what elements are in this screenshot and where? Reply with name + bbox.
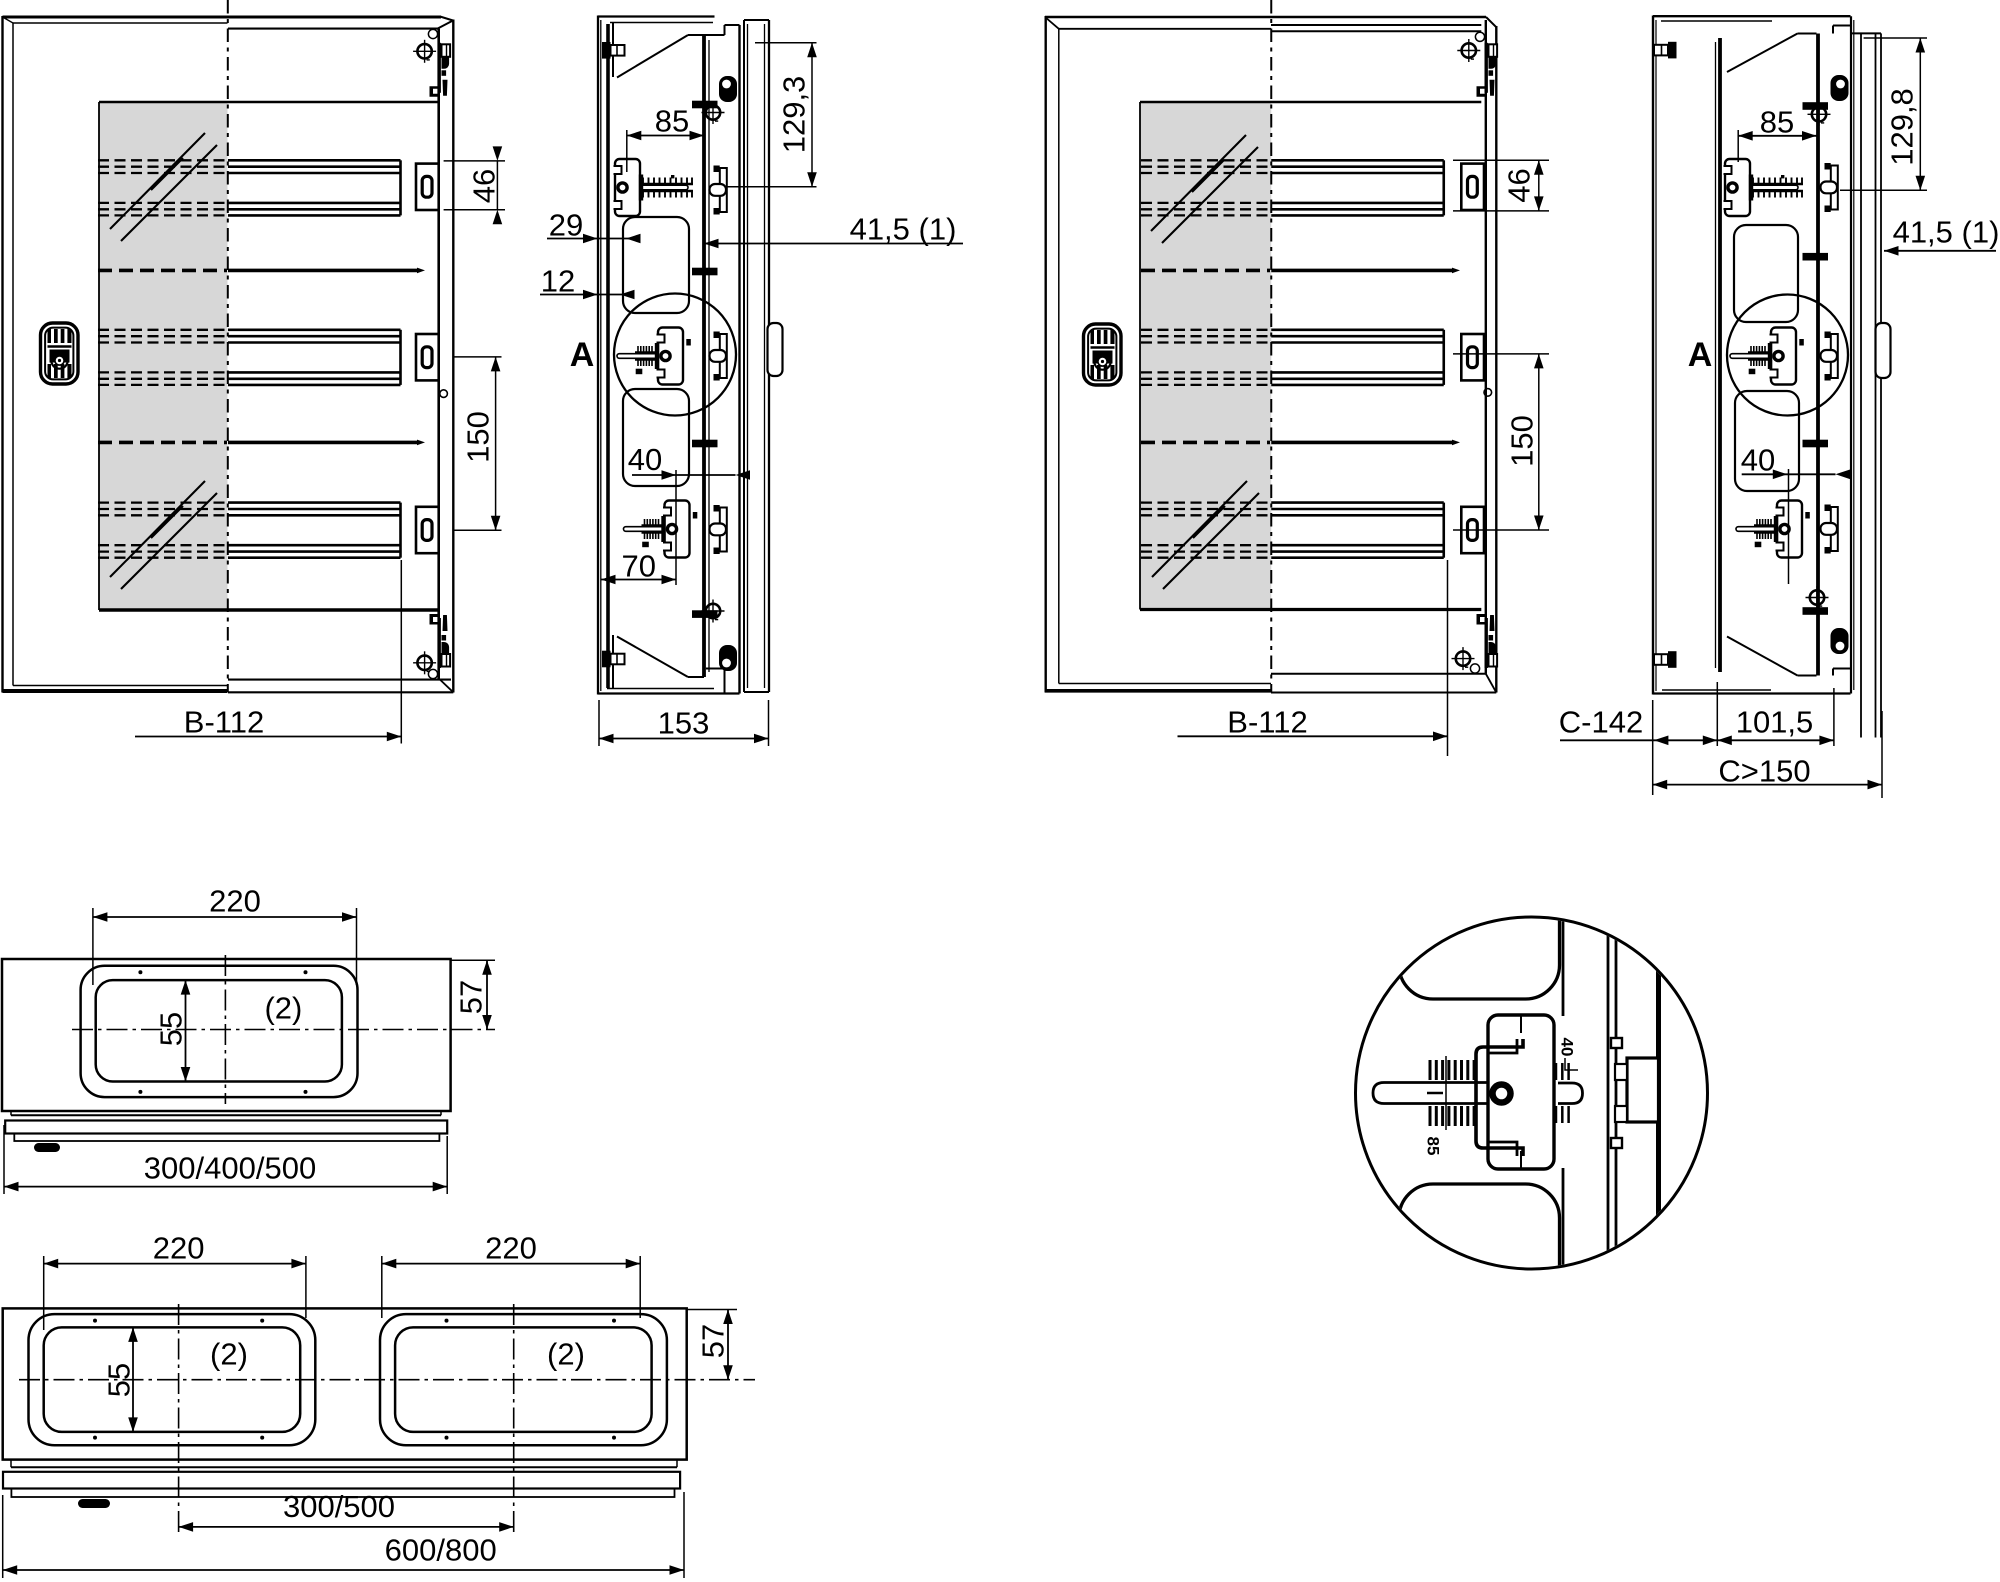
svg-text:A: A bbox=[570, 336, 595, 374]
svg-text:46: 46 bbox=[1502, 168, 1537, 202]
svg-text:150: 150 bbox=[1505, 415, 1540, 467]
svg-text:220: 220 bbox=[485, 1231, 537, 1266]
svg-text:40: 40 bbox=[1741, 443, 1775, 478]
svg-text:(2): (2) bbox=[547, 1337, 585, 1372]
svg-text:129,3: 129,3 bbox=[777, 76, 812, 154]
svg-text:(2): (2) bbox=[210, 1337, 248, 1372]
svg-text:129,8: 129,8 bbox=[1885, 88, 1920, 166]
svg-text:85: 85 bbox=[655, 104, 689, 139]
svg-text:(2): (2) bbox=[264, 991, 302, 1026]
svg-text:B-112: B-112 bbox=[1227, 705, 1307, 740]
svg-text:C-142: C-142 bbox=[1559, 705, 1643, 740]
svg-text:220: 220 bbox=[209, 884, 261, 919]
svg-text:300/500: 300/500 bbox=[283, 1489, 395, 1524]
svg-text:55: 55 bbox=[154, 1012, 189, 1046]
svg-text:220: 220 bbox=[153, 1231, 205, 1266]
svg-text:40: 40 bbox=[1558, 1038, 1577, 1057]
svg-text:B-112: B-112 bbox=[184, 705, 264, 740]
svg-text:57: 57 bbox=[454, 980, 489, 1014]
svg-text:55: 55 bbox=[102, 1363, 137, 1397]
svg-text:70: 70 bbox=[621, 549, 655, 584]
svg-text:A: A bbox=[1688, 336, 1713, 374]
svg-text:101,5: 101,5 bbox=[1736, 705, 1814, 740]
svg-text:150: 150 bbox=[461, 411, 496, 463]
svg-text:300/400/500: 300/400/500 bbox=[144, 1151, 316, 1186]
svg-text:46: 46 bbox=[467, 169, 502, 203]
svg-text:41,5 (1): 41,5 (1) bbox=[1893, 215, 2000, 250]
svg-text:153: 153 bbox=[658, 706, 710, 741]
svg-text:85: 85 bbox=[1424, 1137, 1443, 1156]
svg-text:12: 12 bbox=[541, 264, 575, 299]
svg-text:85: 85 bbox=[1760, 105, 1794, 140]
svg-text:600/800: 600/800 bbox=[385, 1533, 497, 1568]
svg-text:29: 29 bbox=[549, 208, 583, 243]
svg-text:C>150: C>150 bbox=[1718, 754, 1810, 789]
svg-text:40: 40 bbox=[628, 442, 662, 477]
svg-text:57: 57 bbox=[696, 1324, 731, 1358]
svg-text:41,5 (1): 41,5 (1) bbox=[850, 212, 957, 247]
